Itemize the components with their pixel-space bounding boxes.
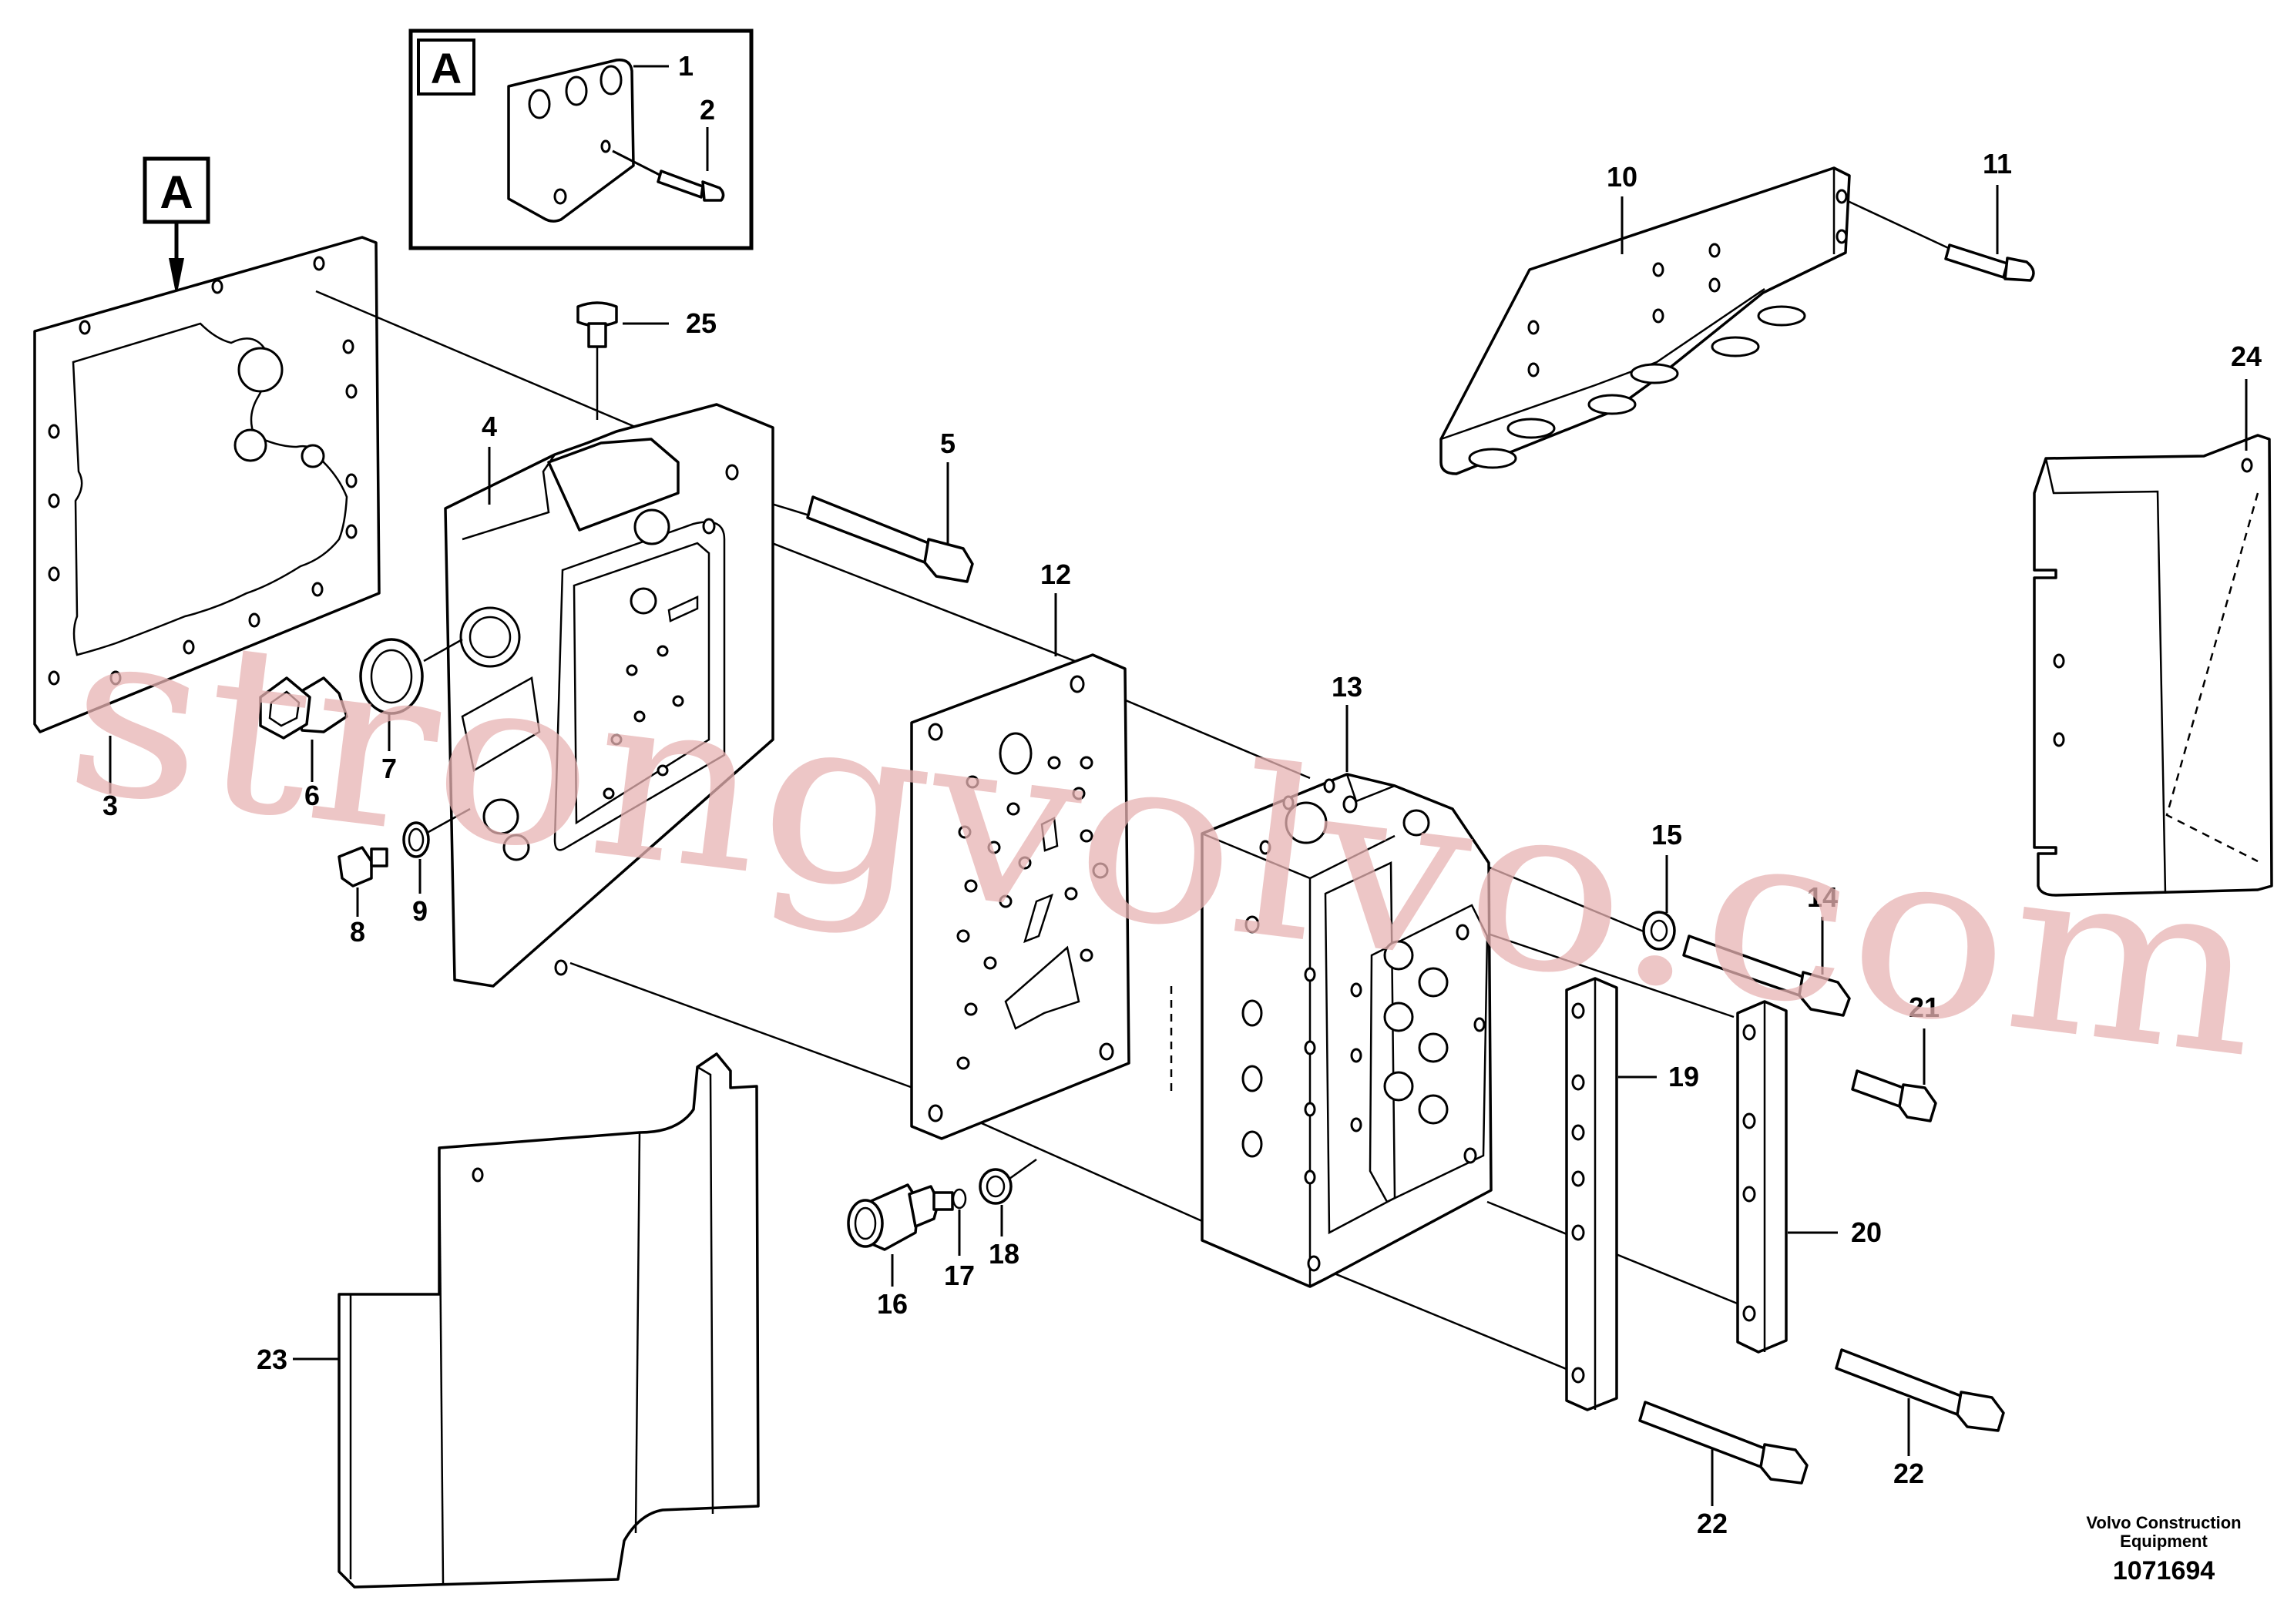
part-number-4: 4 <box>482 411 497 442</box>
part-number-19: 19 <box>1668 1061 1699 1092</box>
strip-20: 20 <box>1736 1000 1882 1354</box>
part-number-20: 20 <box>1851 1216 1882 1248</box>
part-number-7: 7 <box>381 753 397 784</box>
valve-body-13: 13 <box>1170 671 1493 1288</box>
watermark: strongvolvo.com <box>55 574 2275 1109</box>
part-number-13: 13 <box>1332 671 1362 703</box>
part-number-25: 25 <box>686 307 717 339</box>
part-number-5: 5 <box>940 428 956 459</box>
part-number-14: 14 <box>1807 881 1838 913</box>
plug-6-and-seal-7: 6 7 <box>259 638 463 811</box>
part-number-17: 17 <box>944 1260 975 1291</box>
part-number-6: 6 <box>304 780 320 811</box>
sensor-16-oring-17-washer-18: 16 17 18 <box>847 1158 1037 1320</box>
detail-a-marker-label: A <box>160 166 193 218</box>
part-number-2: 2 <box>700 94 715 126</box>
part-number-11: 11 <box>1983 148 2012 180</box>
drawing-number: 1071694 <box>2113 1556 2215 1585</box>
plug-25: 25 <box>576 301 717 420</box>
part-number-10: 10 <box>1607 161 1637 193</box>
cover-24: 24 <box>2033 341 2273 897</box>
part-number-15: 15 <box>1651 819 1682 851</box>
part-number-8: 8 <box>350 916 365 948</box>
bolt-21: 21 <box>1851 992 1940 1122</box>
part-number-3: 3 <box>102 790 118 821</box>
detail-a-inset: A 1 2 <box>408 29 754 250</box>
part-number-21: 21 <box>1909 992 1940 1023</box>
separator-plate-12: 12 <box>910 559 1130 1140</box>
strip-19: 19 <box>1565 977 1699 1411</box>
part-number-18: 18 <box>989 1238 1019 1270</box>
part-number-22-right: 22 <box>1893 1458 1924 1489</box>
bracket-10: 10 <box>1439 161 1851 475</box>
part-number-24: 24 <box>2231 341 2262 372</box>
part-number-9: 9 <box>412 895 428 927</box>
credit-division: Equipment <box>2120 1532 2208 1551</box>
detail-a-pointer: A <box>143 156 210 297</box>
detail-a-label: A <box>431 44 462 92</box>
washer-15-and-bolt-14: 15 14 <box>1642 819 1851 1017</box>
part-number-22-left: 22 <box>1697 1508 1728 1539</box>
gasket-3: 3 <box>33 236 381 821</box>
part-number-23: 23 <box>257 1344 287 1375</box>
credit-company: Volvo Construction <box>2086 1513 2241 1532</box>
bolt-5: 5 <box>806 428 974 583</box>
part-number-1: 1 <box>678 50 694 82</box>
valve-housing-4: 4 <box>444 403 774 988</box>
part-number-16: 16 <box>877 1288 908 1320</box>
part-number-12: 12 <box>1040 559 1071 590</box>
bolt-22-left: 22 <box>1638 1401 1809 1539</box>
credit-block: Volvo Construction Equipment 1071694 <box>2086 1513 2241 1585</box>
screw-11: 11 <box>1944 148 2035 282</box>
bolt-22-right: 22 <box>1835 1348 2005 1489</box>
cover-23: 23 <box>257 1052 760 1589</box>
plug-8-and-washer-9: 8 9 <box>338 807 471 948</box>
